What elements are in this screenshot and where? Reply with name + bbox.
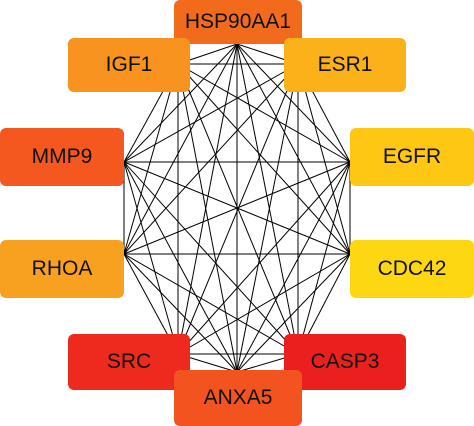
node-esr1[interactable]: ESR1 (284, 38, 406, 92)
edge-esr1-mmp9 (123, 63, 299, 163)
node-label: CDC42 (377, 257, 447, 280)
node-label: MMP9 (31, 145, 93, 168)
edge-igf1-cdc42 (177, 63, 351, 255)
node-label: RHOA (31, 257, 93, 280)
node-casp3[interactable]: CASP3 (284, 334, 406, 390)
node-label: IGF1 (105, 53, 153, 76)
edge-egfr-anxa5 (236, 161, 351, 373)
node-igf1[interactable]: IGF1 (68, 38, 190, 92)
edge-esr1-rhoa (123, 63, 299, 255)
node-mmp9[interactable]: MMP9 (0, 128, 124, 186)
node-egfr[interactable]: EGFR (350, 128, 474, 186)
node-label: ANXA5 (203, 386, 273, 409)
edge-hsp90aa1-cdc42 (236, 43, 351, 255)
edge-mmp9-anxa5 (123, 161, 238, 373)
node-label: EGFR (382, 145, 442, 168)
node-label: ESR1 (317, 53, 373, 76)
edge-rhoa-anxa5 (123, 253, 238, 373)
edge-mmp9-src (123, 161, 179, 355)
node-cdc42[interactable]: CDC42 (350, 240, 474, 298)
edge-rhoa-casp3 (123, 253, 299, 355)
edge-esr1-cdc42 (297, 63, 351, 255)
edge-egfr-src (177, 161, 351, 355)
node-hsp90aa1[interactable]: HSP90AA1 (174, 0, 302, 44)
edge-cdc42-src (177, 253, 351, 355)
node-rhoa[interactable]: RHOA (0, 240, 124, 298)
node-label: SRC (106, 350, 152, 373)
edge-igf1-anxa5 (177, 63, 238, 373)
edge-mmp9-casp3 (123, 161, 299, 355)
edge-egfr-casp3 (297, 161, 351, 355)
edge-hsp90aa1-src (177, 43, 238, 355)
edge-cdc42-anxa5 (236, 253, 351, 373)
edge-hsp90aa1-casp3 (236, 43, 299, 355)
node-label: HSP90AA1 (184, 10, 292, 33)
edge-hsp90aa1-rhoa (123, 43, 238, 255)
edge-esr1-src (177, 63, 299, 355)
node-src[interactable]: SRC (68, 334, 190, 390)
edge-igf1-rhoa (123, 63, 179, 255)
edge-egfr-rhoa (123, 161, 351, 255)
node-label: CASP3 (310, 350, 380, 373)
edge-esr1-anxa5 (236, 63, 299, 373)
node-anxa5[interactable]: ANXA5 (174, 370, 302, 426)
edge-igf1-egfr (177, 63, 351, 163)
